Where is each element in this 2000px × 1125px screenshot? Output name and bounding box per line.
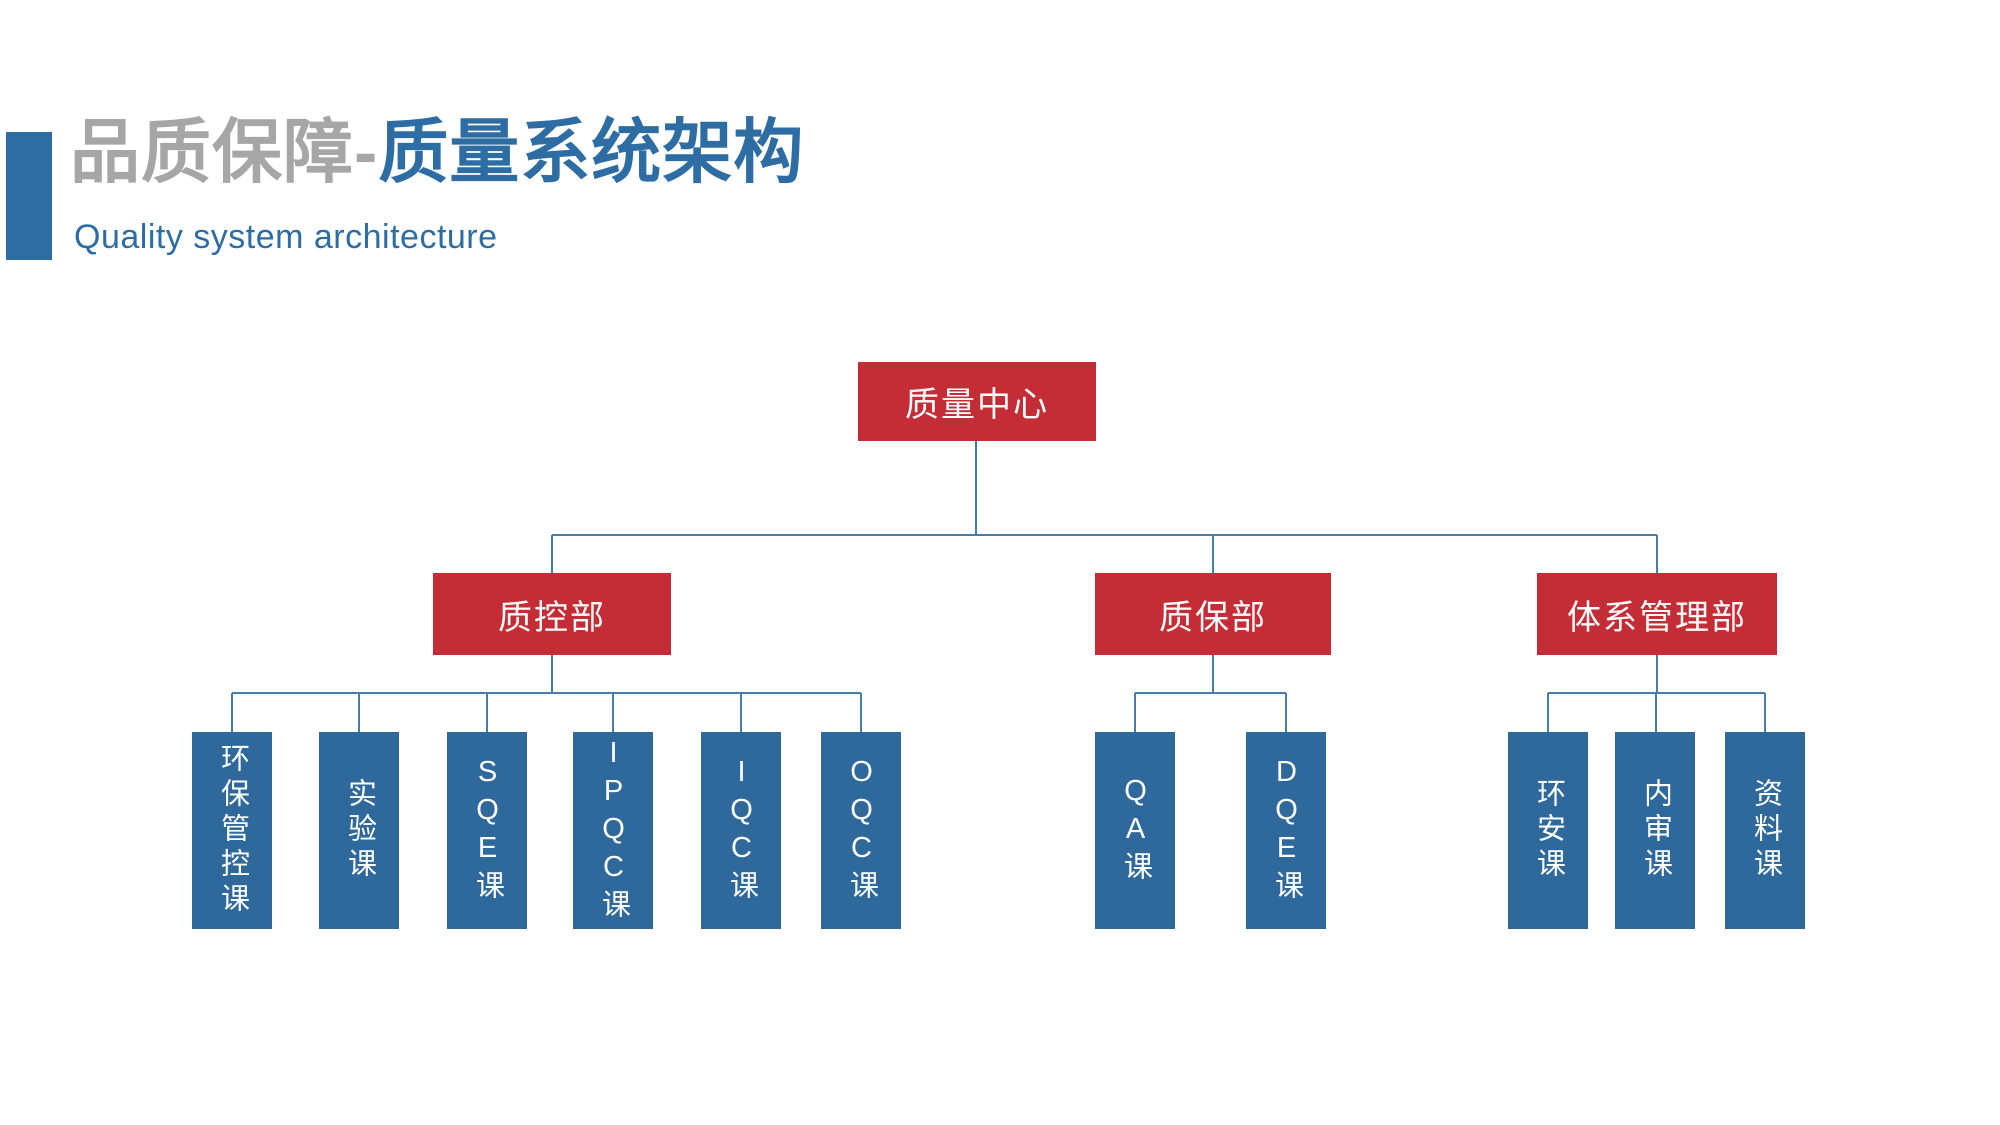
org-node-section-qa: QA课: [1095, 732, 1175, 929]
org-node-section-iqc: IQC课: [701, 732, 781, 929]
slide-title-blue: 质量系统架构: [378, 113, 805, 191]
slide-subtitle: Quality system architecture: [74, 218, 498, 256]
org-node-section-ipqc: IPQC课: [573, 732, 653, 929]
org-node-section-label: 内审课: [1639, 778, 1672, 883]
org-node-section-huanan: 环安课: [1508, 732, 1588, 929]
org-node-section-label: QA课: [1119, 775, 1152, 886]
org-node-dept-label: 质保部: [1159, 598, 1267, 637]
org-node-section-label: IQC课: [725, 756, 758, 905]
org-node-dept-label: 体系管理部: [1567, 598, 1747, 637]
org-node-section-dqe: DQE课: [1246, 732, 1326, 929]
org-node-dept-system-management: 体系管理部: [1537, 573, 1777, 655]
org-node-section-sqe: SQE课: [447, 732, 527, 929]
slide-title: 品质保障-质量系统架构: [70, 112, 804, 193]
org-node-dept-quality-control: 质控部: [433, 573, 671, 655]
org-node-section-label: 环安课: [1532, 778, 1565, 883]
org-node-section-label: OQC课: [845, 756, 878, 905]
org-node-root-label: 质量中心: [905, 386, 1049, 424]
org-node-section-label: 资料课: [1749, 778, 1782, 883]
slide-title-gray: 品质保障-: [70, 113, 379, 191]
org-node-root: 质量中心: [858, 362, 1096, 441]
org-node-section-label: IPQC课: [597, 737, 630, 924]
org-node-section-shiyan: 实验课: [319, 732, 399, 929]
org-node-section-label: 实验课: [343, 778, 376, 883]
org-node-section-label: DQE课: [1270, 756, 1303, 905]
org-node-section-label: SQE课: [471, 756, 504, 905]
org-node-section-oqc: OQC课: [821, 732, 901, 929]
org-node-dept-quality-assurance: 质保部: [1095, 573, 1331, 655]
org-node-section-ziliao: 资料课: [1725, 732, 1805, 929]
org-node-section-label: 环保管控课: [216, 743, 249, 918]
org-node-section-neishen: 内审课: [1615, 732, 1695, 929]
org-node-section-huanbaoguankong: 环保管控课: [192, 732, 272, 929]
org-node-dept-label: 质控部: [498, 598, 606, 637]
title-accent-bar: [6, 132, 52, 260]
